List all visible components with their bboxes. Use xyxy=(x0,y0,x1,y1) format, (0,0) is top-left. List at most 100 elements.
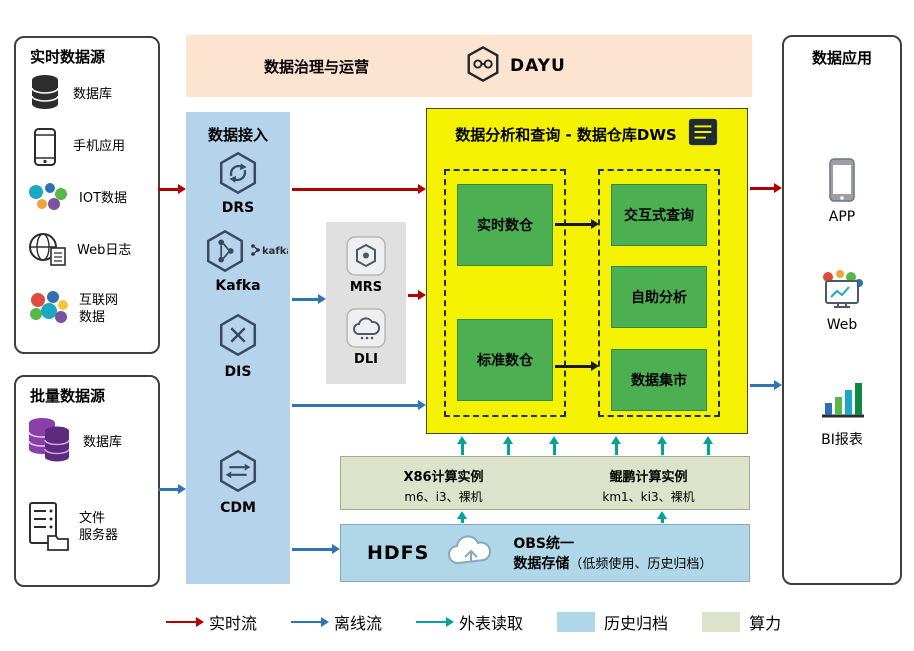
panel-batch-sources: 批量数据源 数据库 文件 服务器 xyxy=(14,375,160,587)
source-label: IOT数据 xyxy=(79,190,128,206)
phone-icon xyxy=(26,127,64,167)
list-item: 互联网 数据 xyxy=(26,282,118,338)
dws-box: 数据分析和查询 - 数据仓库DWS 实时数仓 标准数仓 交互式查询 自助分析 数… xyxy=(426,108,748,434)
x86-subtitle: m6、i3、裸机 xyxy=(404,490,483,504)
web-monitor-icon xyxy=(784,269,900,311)
dws-service-group xyxy=(598,169,720,417)
obs-note: （低频使用、历史归档） xyxy=(569,557,713,572)
legend-arrow-external-read xyxy=(416,617,455,626)
dayu-icon xyxy=(464,45,502,87)
middleware-box: MRS DLI xyxy=(326,222,406,384)
arrow-standard-to-mart xyxy=(555,361,599,370)
ingestion-title: 数据接入 xyxy=(207,126,268,144)
web-log-icon xyxy=(26,230,68,272)
app-label: APP xyxy=(828,209,856,225)
service-label-mrs: MRS xyxy=(349,280,383,295)
legend-item-compute: 算力 xyxy=(702,610,781,634)
arrow-ingest-to-dws-realtime xyxy=(292,184,426,193)
service-label-cdm: CDM xyxy=(220,500,256,516)
box-label: 数据集市 xyxy=(631,373,687,389)
list-item: 手机应用 xyxy=(26,124,125,170)
legend-swatch-compute xyxy=(702,612,741,632)
legend-item-archive: 历史归档 xyxy=(557,610,668,634)
list-item: 文件 服务器 xyxy=(24,497,118,559)
legend-swatch-archive xyxy=(557,612,596,632)
arrow-external-read-5 xyxy=(657,436,666,455)
obs-cloud-icon xyxy=(445,533,497,573)
mrs-icon xyxy=(346,236,386,280)
legend-item-offline: 离线流 xyxy=(291,610,382,634)
hdfs-label: HDFS xyxy=(367,542,430,564)
kafka-icon xyxy=(202,228,248,278)
kunpeng-subtitle: km1、ki3、裸机 xyxy=(602,490,695,504)
source-label: 手机应用 xyxy=(73,138,126,154)
arrow-dws-to-app xyxy=(750,183,782,192)
x86-title: X86计算实例 xyxy=(403,470,484,485)
svg-text:kafka: kafka xyxy=(262,246,288,257)
list-item: Web日志 xyxy=(26,228,131,274)
realtime-sources-title: 实时数据源 xyxy=(30,48,106,66)
ingestion-column: 数据接入 DRS kafka Kafka DIS CDM xyxy=(186,112,293,584)
file-server-icon xyxy=(24,500,70,556)
arrow-ingest-to-mrs xyxy=(292,294,326,303)
arrow-hdfs-to-compute-2 xyxy=(657,511,666,523)
arrow-external-read-3 xyxy=(549,436,558,455)
source-label: Web日志 xyxy=(77,242,132,258)
service-label-dis: DIS xyxy=(224,364,252,380)
governance-title: 数据治理与运营 xyxy=(264,57,370,76)
source-label: 互联网 数据 xyxy=(79,293,119,325)
legend-label: 实时流 xyxy=(209,614,258,633)
arrow-external-read-2 xyxy=(503,436,512,455)
box-label: 交互式查询 xyxy=(624,208,694,224)
app-phone-icon xyxy=(784,157,900,203)
arrow-external-read-1 xyxy=(457,436,466,455)
panel-applications: 数据应用 APP Web BI报表 xyxy=(782,35,902,585)
applications-title: 数据应用 xyxy=(811,49,872,67)
box-label: 自助分析 xyxy=(631,290,687,306)
legend-item-realtime: 实时流 xyxy=(166,610,257,634)
service-label-dli: DLI xyxy=(354,352,378,367)
compute-bar: X86计算实例 m6、i3、裸机 鲲鹏计算实例 km1、ki3、裸机 xyxy=(340,456,750,510)
legend-label: 算力 xyxy=(749,614,782,633)
arrow-mrs-to-dws xyxy=(408,290,426,299)
box-label: 标准数仓 xyxy=(477,353,533,369)
panel-realtime-sources: 实时数据源 数据库 手机应用 IOT数据 Web日志 xyxy=(14,36,160,354)
dayu-logo-text: DAYU xyxy=(510,56,566,76)
obs-line2: 数据存储 xyxy=(513,556,570,572)
list-item: 数据库 xyxy=(24,413,122,473)
legend-label: 外表读取 xyxy=(459,614,524,633)
service-label-kafka: Kafka xyxy=(215,278,261,294)
legend-label: 离线流 xyxy=(334,614,383,633)
box-label: 实时数仓 xyxy=(477,218,533,234)
interactive-query-box: 交互式查询 xyxy=(611,184,707,246)
kafka-wordmark: kafka xyxy=(248,242,293,261)
source-label: 数据库 xyxy=(73,86,113,102)
legend: 实时流 离线流 外表读取 历史归档 算力 xyxy=(166,610,781,634)
arrow-realtime-src-to-ingest xyxy=(158,184,186,193)
iot-icon xyxy=(26,180,70,218)
bi-label: BI报表 xyxy=(821,432,863,448)
source-label: 文件 服务器 xyxy=(79,511,119,543)
legend-item-external-read: 外表读取 xyxy=(416,610,523,634)
legend-arrow-offline xyxy=(291,617,330,626)
arrow-external-read-6 xyxy=(703,436,712,455)
storage-bar: HDFS OBS统一 数据存储（低频使用、历史归档） xyxy=(340,524,750,582)
arrow-external-read-4 xyxy=(611,436,620,455)
bi-report-icon xyxy=(784,377,900,421)
list-item: 数据库 xyxy=(26,72,112,118)
arrow-batch-to-ingest xyxy=(158,484,186,493)
self-service-analysis-box: 自助分析 xyxy=(611,266,707,328)
web-label: Web xyxy=(826,317,858,333)
arrow-cdm-to-hdfs xyxy=(292,544,340,553)
dws-icon xyxy=(687,117,719,151)
obs-line1: OBS统一 xyxy=(513,536,574,552)
arrow-dws-to-bi xyxy=(750,380,782,389)
list-item: IOT数据 xyxy=(26,176,127,222)
service-label-drs: DRS xyxy=(221,200,255,216)
batch-sources-title: 批量数据源 xyxy=(30,387,106,405)
source-label: 数据库 xyxy=(83,434,123,450)
governance-bar: 数据治理与运营 DAYU xyxy=(186,35,752,97)
dws-title: 数据分析和查询 - 数据仓库DWS xyxy=(455,125,677,144)
realtime-warehouse-box: 实时数仓 xyxy=(457,184,553,266)
